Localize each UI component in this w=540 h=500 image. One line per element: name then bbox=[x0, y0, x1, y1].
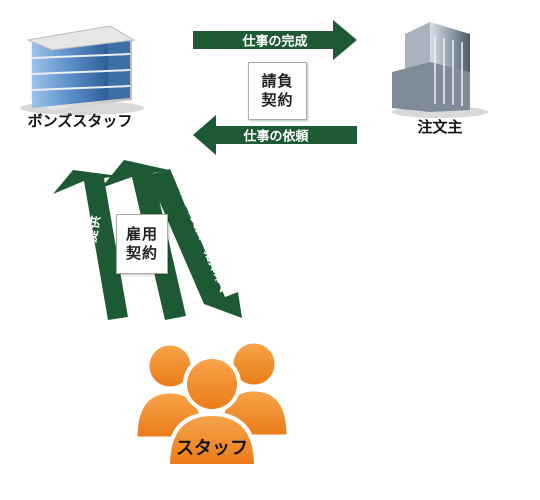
ukeoi-contract-box: 請負 契約 bbox=[248, 62, 307, 120]
ukeoi-contract-line2: 契約 bbox=[261, 91, 294, 109]
arrow-request bbox=[193, 115, 357, 155]
arrow-up-middle bbox=[101, 160, 186, 320]
koyo-contract-line1: 雇用 bbox=[125, 225, 158, 243]
arrow-labor bbox=[53, 170, 128, 320]
company-label: ボンズスタッフ bbox=[28, 112, 133, 130]
arrow-request-label: 仕事の依頼 bbox=[242, 129, 309, 145]
arrow-wages-orders bbox=[148, 169, 242, 318]
koyo-contract-line2: 契約 bbox=[125, 244, 158, 262]
arrow-completion bbox=[193, 20, 357, 60]
staff-label: スタッフ bbox=[176, 438, 248, 459]
client-label: 注文主 bbox=[417, 118, 462, 136]
ukeoi-contract-line1: 請負 bbox=[261, 72, 294, 90]
arrow-completion-label: 仕事の完成 bbox=[241, 34, 307, 50]
client-building-icon bbox=[392, 22, 488, 118]
koyo-contract-box: 雇用 契約 bbox=[116, 214, 168, 274]
staff-group-icon bbox=[134, 340, 290, 468]
company-building-icon bbox=[20, 25, 144, 115]
